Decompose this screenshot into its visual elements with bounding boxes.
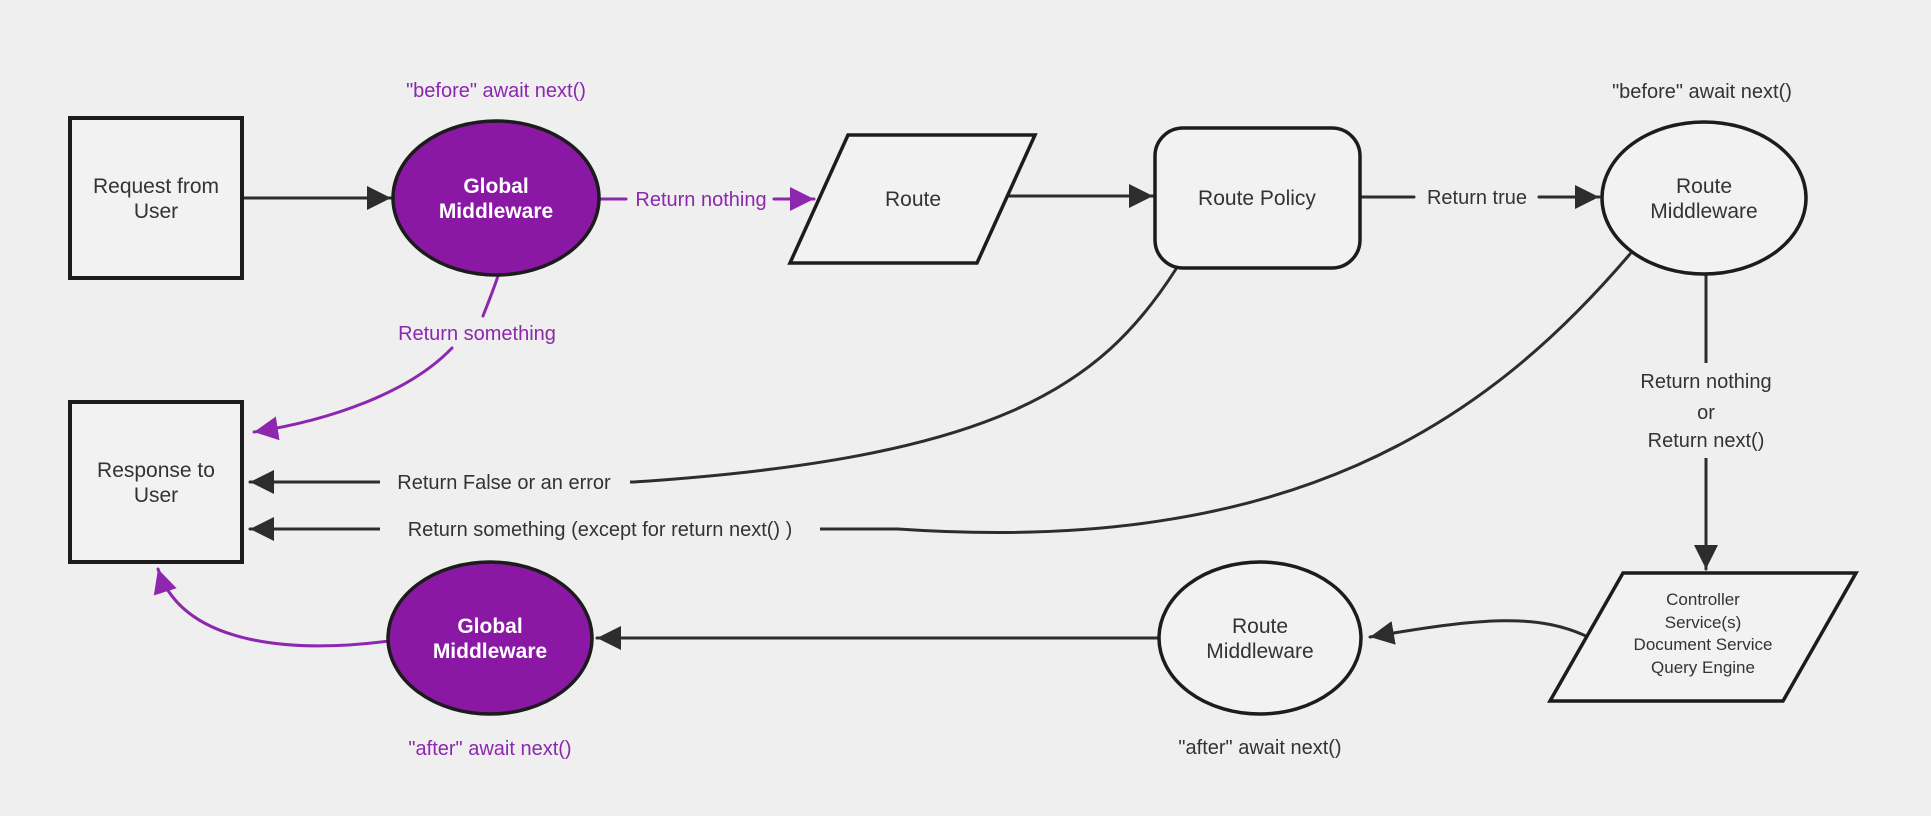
node-global-middleware-top	[391, 119, 601, 277]
edge-routemiddleware-to-response	[248, 252, 1632, 541]
label-before-await-next-route: "before" await next()	[1612, 81, 1792, 103]
label-return-true: Return true	[1427, 187, 1527, 209]
node-global-top-label-line2: Middleware	[439, 200, 553, 223]
node-response-to-user	[68, 400, 244, 564]
label-return-chain-line1: Return nothing	[1640, 371, 1771, 393]
node-route-middleware-top-label-line1: Route	[1676, 175, 1732, 198]
node-route	[787, 133, 1038, 265]
node-request-label-line2: User	[134, 200, 178, 223]
label-after-await-next-global: "after" await next()	[408, 738, 571, 760]
edge-global-bottom-to-response	[153, 567, 391, 648]
node-global-bottom-label-line1: Global	[457, 615, 522, 638]
node-global-top-label-line1: Global	[463, 175, 528, 198]
node-controller-label-line4: Query Engine	[1651, 658, 1755, 677]
label-bg-return-chain	[1620, 363, 1794, 458]
label-return-something-except: Return something (except for return next…	[408, 519, 793, 541]
node-route-label: Route	[885, 188, 941, 211]
node-response-label-line2: User	[134, 484, 178, 507]
node-route-policy-label: Route Policy	[1198, 187, 1316, 210]
node-route-middleware-top-label-line2: Middleware	[1650, 200, 1757, 223]
label-return-chain-line2: or	[1697, 402, 1715, 424]
node-global-bottom-label-line2: Middleware	[433, 640, 547, 663]
node-controller-label-line3: Document Service	[1634, 635, 1773, 654]
label-return-false-or-error: Return False or an error	[397, 472, 611, 494]
label-after-await-next-route: "after" await next()	[1178, 737, 1341, 759]
node-controller-label-line2: Service(s)	[1665, 613, 1742, 632]
node-controller-label-line1: Controller	[1666, 590, 1740, 609]
edge-label-return-something-to-response	[252, 346, 454, 441]
node-response-label-line1: Response to	[97, 459, 215, 482]
node-request-label-line1: Request from	[93, 175, 219, 198]
label-return-chain-line3: Return next()	[1648, 430, 1765, 452]
node-controller-services	[1546, 571, 1860, 703]
edge-controller-to-routemiddleware-bottom	[1368, 619, 1594, 645]
node-global-middleware-bottom	[386, 560, 594, 716]
node-route-middleware-top	[1600, 120, 1808, 276]
node-request-from-user	[68, 116, 244, 280]
node-route-middleware-bottom-label-line1: Route	[1232, 615, 1288, 638]
label-bg-return-except	[380, 513, 820, 545]
node-route-middleware-bottom	[1157, 560, 1363, 716]
node-route-middleware-bottom-label-line2: Middleware	[1206, 640, 1313, 663]
node-route-policy	[1153, 126, 1362, 270]
label-return-nothing: Return nothing	[635, 189, 766, 211]
label-bg-return-false	[380, 466, 630, 498]
label-before-await-next-global: "before" await next()	[406, 80, 586, 102]
edge-global-top-to-label-return-something	[481, 274, 500, 318]
label-return-something: Return something	[398, 323, 556, 345]
edge-routepolicy-to-response	[248, 267, 1178, 494]
